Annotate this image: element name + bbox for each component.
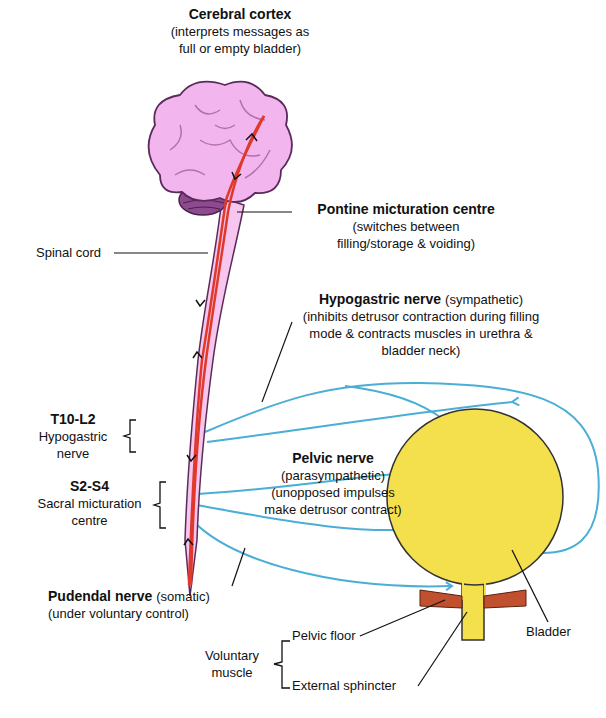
annotation-text: (unopposed impulses make detrusor contra… xyxy=(259,484,407,518)
cerebrum xyxy=(149,82,292,202)
label-group: Pudendal nerve(somatic)(under voluntary … xyxy=(48,588,308,622)
label-row: Pelvic floor xyxy=(292,627,412,644)
arrow-mark xyxy=(246,134,257,141)
annotation-text: Bladder xyxy=(526,623,571,640)
leader-line xyxy=(418,612,467,686)
annotation-text: (sympathetic) xyxy=(445,291,523,308)
label-row: S2-S4 xyxy=(22,478,157,495)
arrow-mark xyxy=(193,352,202,358)
leader-line xyxy=(114,252,208,253)
annotation-text: (inhibits detrusor contraction during fi… xyxy=(301,308,541,359)
arrow-mark xyxy=(187,455,196,461)
annotation-text: Spinal cord xyxy=(36,244,101,261)
part-name: Pudendal nerve xyxy=(48,588,152,605)
label-row: Pudendal nerve(somatic) xyxy=(48,588,308,605)
label-row: Voluntary muscle xyxy=(192,647,272,681)
label-row: Sacral micturation centre xyxy=(22,495,157,529)
leader-line xyxy=(360,600,445,636)
label-row: (unopposed impulses make detrusor contra… xyxy=(258,484,408,518)
sphincter-muscle xyxy=(484,590,526,608)
part-name: T10-L2 xyxy=(50,411,95,428)
brain-drawing xyxy=(149,82,292,215)
part-name: Hypogastric nerve xyxy=(319,291,441,308)
label-row: Hypogastric nerve(sympathetic) xyxy=(296,291,546,308)
part-name: Cerebral cortex xyxy=(189,6,292,23)
bladder-drawing xyxy=(387,409,563,640)
label-group: Bladder xyxy=(526,623,601,640)
annotation-text: (switches between filling/storage & void… xyxy=(319,218,494,252)
label-group: S2-S4Sacral micturation centre xyxy=(22,478,157,529)
label-row: Spinal cord xyxy=(36,244,156,261)
hypogastric-branch xyxy=(345,386,444,420)
leader-line xyxy=(262,322,292,402)
leader-line xyxy=(512,550,548,622)
group-bracket xyxy=(274,641,290,688)
annotation-text: (parasympathetic) xyxy=(281,467,385,484)
annotation-text: (interprets messages as full or empty bl… xyxy=(163,23,318,57)
level-bracket xyxy=(154,482,166,528)
part-name: Pontine micturation centre xyxy=(317,201,494,218)
annotation-text: (under voluntary control) xyxy=(48,605,189,622)
level-bracket xyxy=(124,420,136,452)
leader-line xyxy=(232,548,245,586)
annotation-text: Hypogastric nerve xyxy=(33,428,113,462)
spinal-cord xyxy=(185,198,244,596)
annotation-text: Voluntary muscle xyxy=(197,647,267,681)
label-row: Hypogastric nerve xyxy=(30,428,116,462)
label-group: Voluntary muscle xyxy=(192,647,272,681)
label-group: External sphincter xyxy=(292,677,442,694)
annotation-text: Pelvic floor xyxy=(292,627,356,644)
arrow-mark xyxy=(196,300,205,306)
annotation-text: Sacral micturation centre xyxy=(27,495,152,529)
bladder-neck xyxy=(463,583,485,600)
label-row: (switches between filling/storage & void… xyxy=(296,218,516,252)
label-group: Hypogastric nerve(sympathetic)(inhibits … xyxy=(296,291,546,359)
label-row: External sphincter xyxy=(292,677,442,694)
label-row: (inhibits detrusor contraction during fi… xyxy=(296,308,546,359)
bladder-shape xyxy=(387,409,563,585)
annotation-text: (somatic) xyxy=(156,588,209,605)
ascending-pathway xyxy=(191,116,264,585)
nerve-group xyxy=(192,383,599,586)
label-row: (under voluntary control) xyxy=(48,605,308,622)
label-group: Cerebral cortex(interprets messages as f… xyxy=(140,6,340,57)
label-group: T10-L2Hypogastric nerve xyxy=(30,411,116,462)
label-group: Pelvic floor xyxy=(292,627,412,644)
label-row: Cerebral cortex xyxy=(140,6,340,23)
label-row: Pontine micturation centre xyxy=(296,201,516,218)
part-name: Pelvic nerve xyxy=(292,450,374,467)
flow-arrows xyxy=(184,134,257,545)
label-row: Bladder xyxy=(526,623,601,640)
leader-line xyxy=(237,211,292,212)
label-group: Spinal cord xyxy=(36,244,156,261)
label-row: T10-L2 xyxy=(30,411,116,428)
label-row: (interprets messages as full or empty bl… xyxy=(140,23,340,57)
arrow-mark xyxy=(232,172,241,179)
label-group: Pontine micturation centre(switches betw… xyxy=(296,201,516,252)
descending-pathway xyxy=(189,116,264,585)
neural-pathway xyxy=(189,116,264,585)
brain-gyri xyxy=(170,100,270,178)
label-row: Pelvic nerve xyxy=(258,450,408,467)
annotation-text: External sphincter xyxy=(292,677,396,694)
sphincter-muscle xyxy=(420,590,462,608)
brackets xyxy=(124,420,290,688)
label-group: Pelvic nerve(parasympathetic)(unopposed … xyxy=(258,450,408,518)
arrow-mark xyxy=(184,539,193,545)
part-name: S2-S4 xyxy=(70,478,109,495)
label-row: (parasympathetic) xyxy=(258,467,408,484)
